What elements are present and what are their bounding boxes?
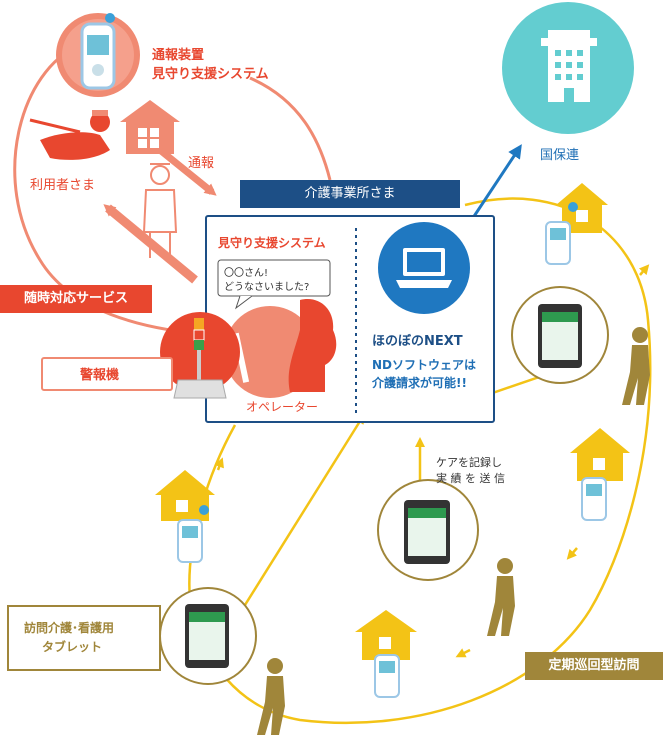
arrow-office-to-user bbox=[103, 204, 198, 284]
tablet-label-line2: タブレット bbox=[42, 640, 103, 654]
phone-icon-4 bbox=[177, 519, 203, 563]
alarm-label-box bbox=[41, 357, 173, 391]
report-device-label-line2: 見守り支援システム bbox=[152, 67, 269, 82]
insurance-label: 国保連 bbox=[540, 148, 580, 163]
home-icon-right-mid bbox=[570, 428, 630, 481]
record-label-line1: ケアを記録し bbox=[436, 456, 502, 469]
arrow-report bbox=[157, 147, 217, 196]
operator-label: オペレーター bbox=[246, 400, 319, 414]
report-device-icon bbox=[56, 13, 140, 97]
nd-label-line2: 介護請求が可能!! bbox=[372, 376, 467, 390]
record-label-line2: 実 績 を 送 信 bbox=[436, 472, 505, 485]
on-demand-service-tag: 随時対応サービス bbox=[0, 285, 152, 313]
tablet-bubble-right bbox=[511, 286, 609, 384]
home-icon bbox=[120, 100, 180, 154]
walker-icon-left bbox=[257, 658, 285, 735]
nd-label-line1: NDソフトウェアは bbox=[372, 358, 477, 372]
salmon-top-line bbox=[249, 76, 332, 181]
nurse-icon bbox=[142, 163, 178, 258]
salmon-loop bbox=[13, 43, 216, 337]
arrow-tablet-to-office bbox=[243, 413, 365, 606]
phone-icon-1 bbox=[545, 221, 571, 265]
home-icon-bottom bbox=[355, 610, 417, 660]
tablet-label-line1: 訪問介護･看護用 bbox=[24, 621, 115, 635]
bubble-text-line2: どうなさいました? bbox=[224, 282, 310, 293]
tablet-label-box bbox=[7, 605, 161, 671]
report-device-label-line1: 通報装置 bbox=[152, 48, 205, 63]
walker-icon-right bbox=[622, 327, 650, 405]
phone-icon-3 bbox=[374, 654, 400, 698]
watch-system-label: 見守り支援システム bbox=[218, 236, 326, 250]
office-title: 介護事業所さま bbox=[240, 180, 460, 208]
operator-icon bbox=[224, 299, 337, 398]
walker-icon-center bbox=[487, 558, 515, 636]
alarm-device-icon bbox=[160, 312, 240, 399]
user-label: 利用者さま bbox=[30, 178, 96, 193]
tablet-bubble-left bbox=[159, 587, 257, 685]
tablet-bubble-center bbox=[377, 479, 479, 581]
periodic-visit-tag: 定期巡回型訪問 bbox=[525, 652, 663, 680]
report-label: 通報 bbox=[188, 156, 215, 171]
phone-icon-2 bbox=[581, 477, 607, 521]
laptop-icon bbox=[396, 248, 452, 288]
alarm-label: 警報機 bbox=[80, 368, 120, 383]
fallen-user-icon bbox=[29, 110, 110, 160]
speech-bubble bbox=[217, 259, 331, 297]
home-icon-left bbox=[155, 470, 215, 521]
bubble-text-line1: 〇〇さん! bbox=[224, 268, 269, 279]
brand-label: ほのぼのNEXT bbox=[372, 334, 463, 349]
